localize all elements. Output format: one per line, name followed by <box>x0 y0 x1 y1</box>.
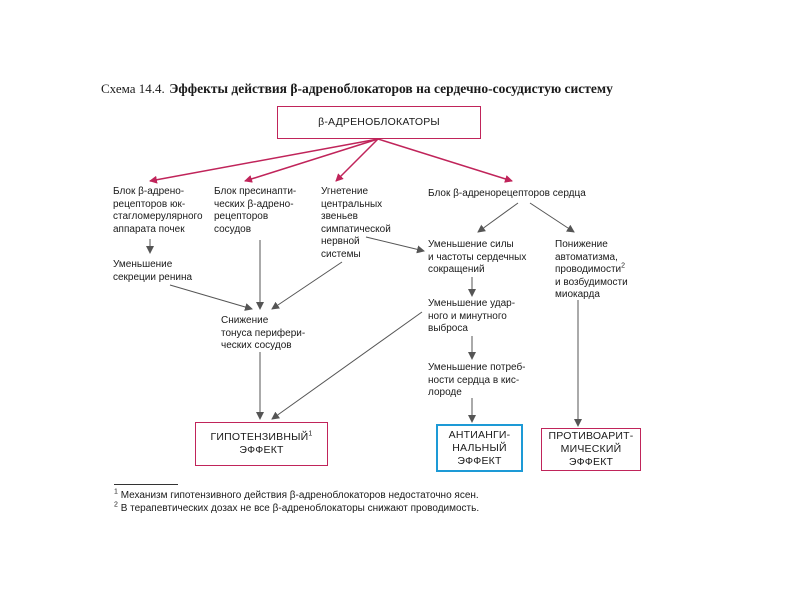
automatism-tail: и возбудимости миокарда <box>555 276 628 301</box>
arrow-central-vascular <box>271 261 343 310</box>
arrow-renin-vascular <box>169 284 253 311</box>
node-root: β-АДРЕНОБЛОКАТОРЫ <box>277 106 481 139</box>
node-root-label: β-АДРЕНОБЛОКАТОРЫ <box>318 116 440 128</box>
automatism-text: Понижение автоматизма, проводимости <box>555 239 622 275</box>
arrow-root-heart <box>377 138 513 183</box>
arrow-root-presynaptic <box>244 138 379 183</box>
node-stroke-volume: Уменьшение удар- ного и минутного выброс… <box>428 298 516 334</box>
figure-title: Эффекты действия β-адреноблокаторов на с… <box>169 81 613 96</box>
node-oxygen-demand: Уменьшение потреб- ности сердца в кис- л… <box>428 362 526 398</box>
arrow-heart-automatism <box>529 202 575 233</box>
node-presynaptic-block: Блок пресинапти- ческих β-адрено- рецепт… <box>214 186 297 235</box>
arrow-stroke-hypotensive <box>271 311 423 420</box>
node-automatism-decrease: Понижение автоматизма, проводимости2 и в… <box>555 239 628 302</box>
antiarrhythmic-label: ПРОТИВОАРИТ- МИЧЕСКИЙ ЭФФЕКТ <box>548 430 634 468</box>
arrow-central-force <box>365 236 425 254</box>
figure-caption: Схема 14.4. <box>101 81 165 96</box>
hypotensive-tail: ЭФФЕКТ <box>239 444 284 456</box>
footnote-2: 2 В терапевтических дозах не все β-адрен… <box>114 501 480 514</box>
antianginal-label: АНТИАНГИ- НАЛЬНЫЙ ЭФФЕКТ <box>448 428 511 467</box>
footnote-divider <box>114 484 178 485</box>
node-antiarrhythmic: ПРОТИВОАРИТ- МИЧЕСКИЙ ЭФФЕКТ <box>541 428 641 471</box>
arrow-root-kidney <box>149 138 379 184</box>
node-vascular-tone: Снижение тонуса перифери- ческих сосудов <box>221 315 306 351</box>
node-renin: Уменьшение секреции ренина <box>113 259 193 283</box>
footnote-ref-1: 1 <box>308 430 313 438</box>
node-heart-block: Блок β-адренорецепторов сердца <box>428 188 586 199</box>
node-antianginal: АНТИАНГИ- НАЛЬНЫЙ ЭФФЕКТ <box>436 424 523 472</box>
arrow-heart-force <box>477 202 519 233</box>
hypotensive-text: ГИПОТЕНЗИВНЫЙ <box>210 431 309 443</box>
node-force-decrease: Уменьшение силы и частоты сердечных сокр… <box>428 239 527 275</box>
footnote-ref-2: 2 <box>621 262 626 270</box>
arrow-root-central <box>335 138 379 182</box>
figure-header: Схема 14.4. Эффекты действия β-адренобло… <box>101 80 613 98</box>
footnote-1: 1 Механизм гипотензивного действия β-адр… <box>114 488 479 501</box>
node-kidney-block: Блок β-адрено- рецепторов юк- стагломеру… <box>113 186 203 235</box>
node-central-inhibition: Угнетение центральных звеньев симпатичес… <box>321 186 391 260</box>
